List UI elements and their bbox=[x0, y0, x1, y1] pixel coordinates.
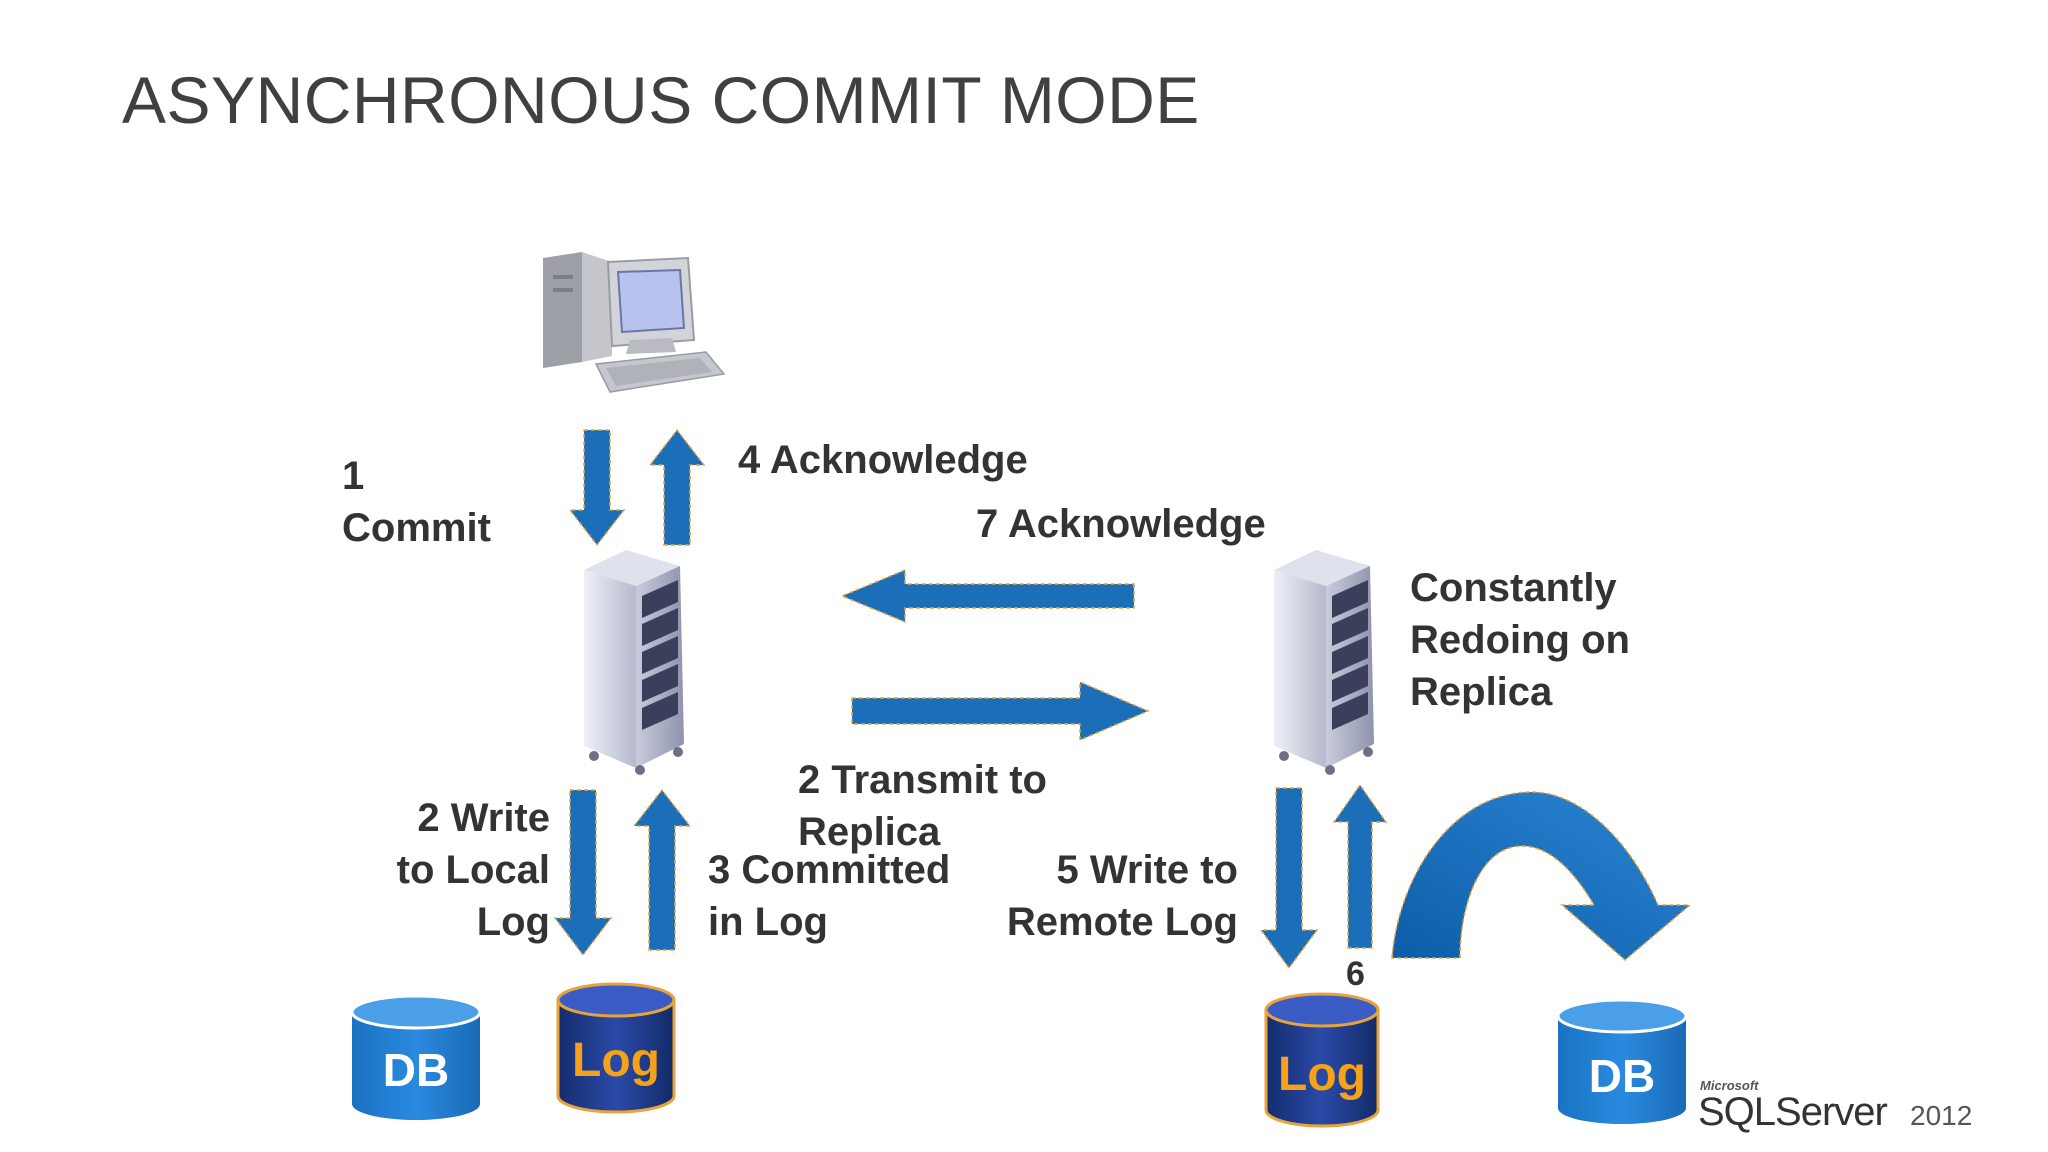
committed-in-log-arrow bbox=[632, 788, 692, 951]
step3-line-2: in Log bbox=[708, 900, 828, 944]
primary-server-icon bbox=[584, 550, 684, 775]
transmit-line-2: Replica bbox=[798, 810, 941, 854]
step5-line-1: 5 Write to bbox=[1056, 848, 1238, 892]
redo-curve-arrow bbox=[1391, 791, 1693, 961]
acknowledge-replica-arrow bbox=[840, 568, 1135, 624]
logo-product-text: SQLServer bbox=[1698, 1090, 1888, 1134]
step6-label: 6 bbox=[1346, 955, 1365, 993]
logo-microsoft-text: Microsoft bbox=[1700, 1078, 1759, 1093]
step1-text: Commit bbox=[342, 506, 491, 550]
step2-write-label: 2 Write to Local Log bbox=[380, 792, 550, 948]
step3-label: 3 Committed in Log bbox=[708, 844, 950, 948]
step2-transmit-label: 2 Transmit to Replica bbox=[798, 754, 1047, 858]
redo-label: Constantly Redoing on Replica bbox=[1410, 562, 1630, 718]
commit-down-arrow bbox=[568, 429, 626, 547]
step5-label: 5 Write to Remote Log bbox=[990, 844, 1238, 948]
remote-log-up-arrow bbox=[1332, 783, 1388, 949]
client-computer-icon bbox=[543, 252, 726, 393]
write-remote-log-arrow bbox=[1259, 787, 1319, 970]
write-line-2: to Local bbox=[396, 848, 550, 892]
step4-label: 4 Acknowledge bbox=[738, 438, 1028, 482]
transmit-line-1: 2 Transmit to bbox=[798, 758, 1047, 802]
slide-title: ASYNCHRONOUS COMMIT MODE bbox=[122, 63, 1200, 137]
redo-line-2: Redoing on bbox=[1410, 618, 1630, 662]
step1-number: 1 bbox=[342, 454, 365, 498]
step7-label: 7 Acknowledge bbox=[976, 502, 1266, 546]
step1-label: 1 Commit bbox=[342, 450, 491, 554]
replica-db-cylinder bbox=[1556, 998, 1688, 1124]
primary-db-cylinder bbox=[350, 994, 482, 1120]
primary-db-label: DB bbox=[383, 1044, 449, 1096]
step3-line-1: 3 Committed bbox=[708, 848, 951, 892]
replica-server-icon bbox=[1274, 550, 1374, 775]
acknowledge-up-arrow bbox=[648, 428, 706, 546]
replica-log-cylinder bbox=[1264, 992, 1380, 1128]
redo-line-3: Replica bbox=[1410, 670, 1553, 714]
step5-line-2: Remote Log bbox=[1006, 900, 1238, 944]
primary-log-label: Log bbox=[572, 1034, 660, 1087]
replica-log-label: Log bbox=[1278, 1048, 1366, 1101]
redo-line-1: Constantly bbox=[1410, 566, 1617, 610]
logo-version-text: 2012 bbox=[1910, 1100, 1973, 1131]
write-line-3: Log bbox=[476, 900, 550, 944]
transmit-to-replica-arrow bbox=[851, 680, 1150, 742]
primary-log-cylinder bbox=[556, 982, 676, 1114]
replica-db-label: DB bbox=[1589, 1050, 1655, 1102]
write-local-log-arrow bbox=[553, 789, 613, 957]
write-line-1: 2 Write bbox=[417, 796, 550, 840]
